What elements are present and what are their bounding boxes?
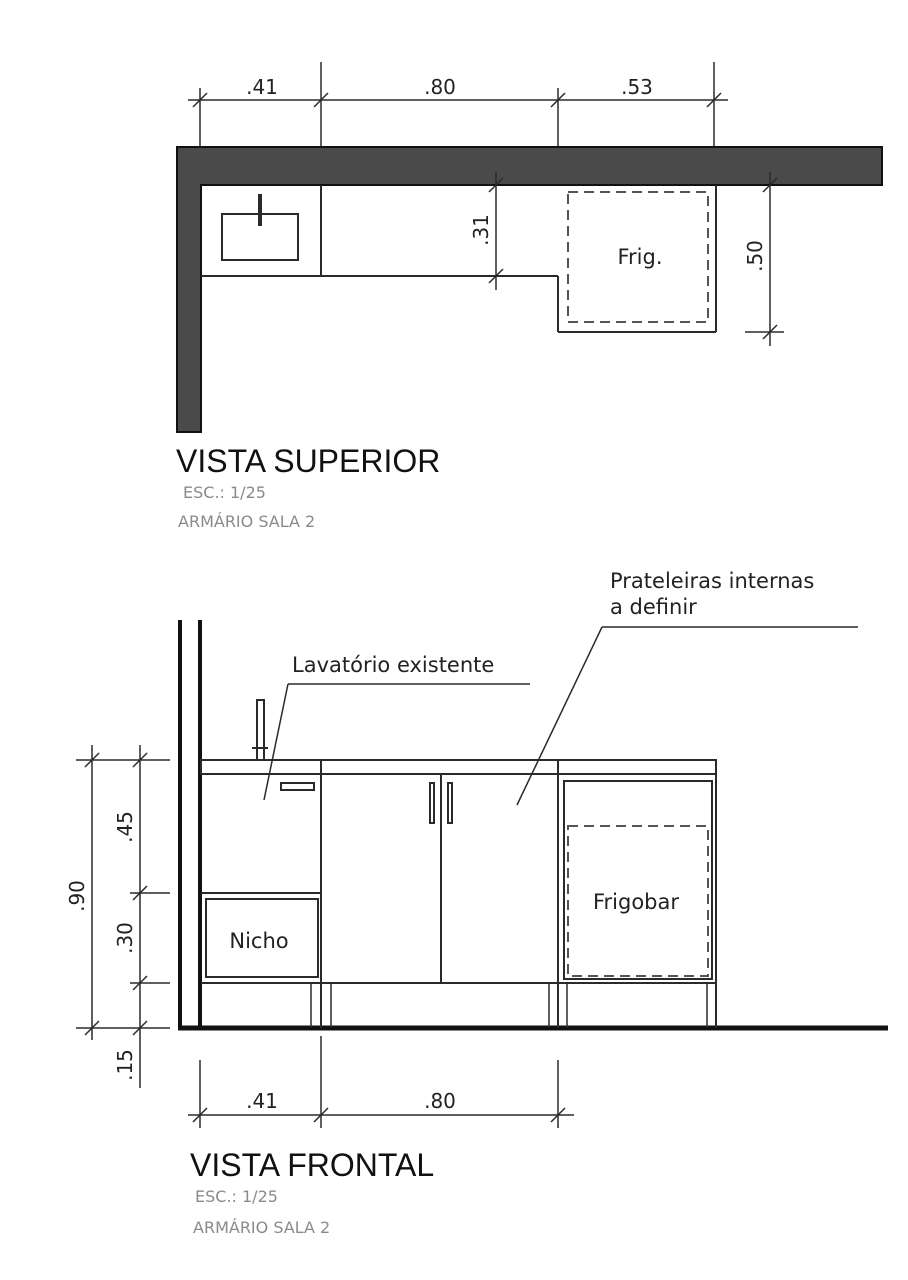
dim-top-d2: .80 — [424, 75, 456, 99]
fridge-label-plan: Frig. — [617, 245, 662, 269]
top-view-subtitle: ARMÁRIO SALA 2 — [178, 512, 315, 531]
dim-total-height: .90 — [65, 880, 89, 912]
dim-depth-counter-text: .31 — [469, 214, 493, 246]
vertical-dimensions: .90 .45 .30 .15 — [65, 745, 170, 1088]
fridge-outline-plan — [567, 191, 709, 323]
wall-plan — [176, 146, 883, 433]
front-view-subtitle: ARMÁRIO SALA 2 — [193, 1218, 330, 1237]
top-view-title: VISTA SUPERIOR — [176, 443, 440, 479]
front-view-scale: ESC.: 1/25 — [195, 1187, 278, 1206]
dim-top-d3: .53 — [621, 75, 653, 99]
fridge-elevation: Frigobar — [563, 780, 713, 980]
drawer-handle — [280, 782, 315, 791]
top-view-scale: ESC.: 1/25 — [183, 483, 266, 502]
dim-depth-fridge-text: .50 — [743, 240, 767, 272]
top-dimension-chain: .41 .80 .53 — [188, 62, 728, 148]
dim-top-d1: .41 — [246, 75, 278, 99]
sink-leader — [263, 683, 289, 801]
door-handle-right — [447, 782, 453, 824]
fridge-label-elevation: Frigobar — [593, 890, 679, 914]
cabinets-elevation — [201, 760, 717, 1028]
faucet-elevation — [252, 699, 268, 761]
niche-label: Nicho — [229, 929, 288, 953]
front-view: Prateleiras internas a definir Lavatório… — [65, 569, 888, 1237]
shelves-note-line1: Prateleiras internas — [610, 569, 814, 593]
dim-bottom-w1: .41 — [246, 1089, 278, 1113]
dim-depth-fridge: .50 — [743, 172, 784, 346]
countertop — [200, 759, 717, 775]
top-view: .41 .80 .53 Frig. .31 — [176, 62, 883, 531]
door-handle-left — [429, 782, 435, 824]
dim-depth-counter: .31 — [469, 172, 504, 290]
shelves-leader — [516, 626, 603, 806]
dim-base: .15 — [113, 1049, 137, 1081]
sink-note: Lavatório existente — [292, 653, 494, 677]
niche: Nicho — [205, 898, 319, 978]
dim-bottom-w2: .80 — [424, 1089, 456, 1113]
bottom-dimension-chain: .41 .80 — [188, 1036, 574, 1128]
shelves-note-line2: a definir — [610, 595, 697, 619]
sink-cabinet-plan — [201, 185, 558, 277]
dim-upper: .45 — [113, 811, 137, 843]
fridge-plan: Frig. — [557, 185, 717, 333]
front-view-title: VISTA FRONTAL — [190, 1147, 434, 1183]
dim-middle: .30 — [113, 922, 137, 954]
